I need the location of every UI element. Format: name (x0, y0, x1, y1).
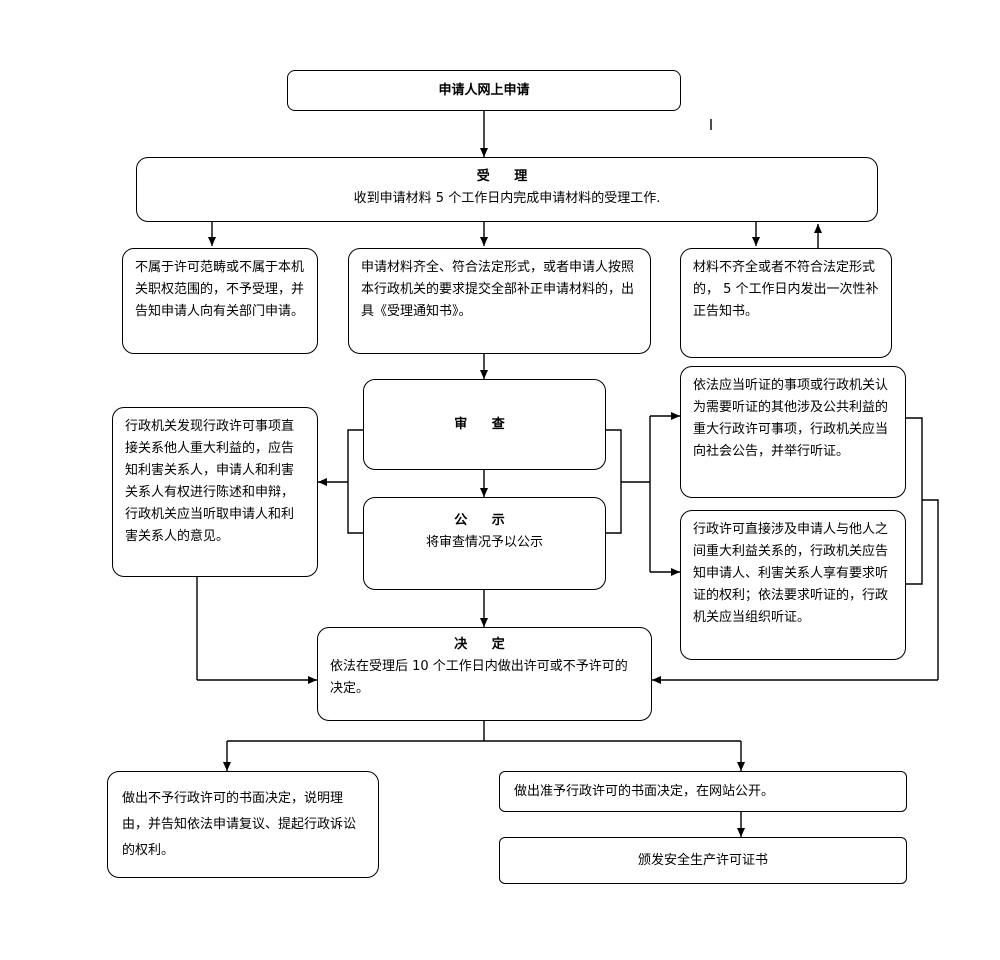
apply-text: 申请人网上申请 (438, 82, 530, 98)
reject-scope-text: 不属于许可范畴或不属于本机关职权范围的，不予受理，并告知申请人向有关部门申请。 (135, 260, 305, 319)
deny-box: 做出不予行政许可的书面决定，说明理由，并告知依法申请复议、提起行政诉讼的权利。 (107, 771, 379, 878)
publicity-box: 公 示 将审查情况予以公示 (363, 497, 606, 590)
accept-title: 受 理 (476, 169, 538, 184)
hearing-party-text: 行政许可直接涉及申请人与他人之间重大利益关系的，行政机关应告知申请人、利害关系人… (693, 522, 889, 625)
review-title: 审 查 (454, 416, 515, 432)
accept-text: 收到申请材料 5 个工作日内完成申请材料的受理工作. (353, 191, 661, 206)
publicity-title: 公 示 (454, 513, 515, 528)
incomplete-text: 材料不齐全或者不符合法定形式的， 5 个工作日内发出一次性补正告知书。 (693, 260, 879, 319)
bracket-hearing (906, 417, 923, 585)
incomplete-box: 材料不齐全或者不符合法定形式的， 5 个工作日内发出一次性补正告知书。 (680, 248, 892, 358)
deny-text: 做出不予行政许可的书面决定，说明理由，并告知依法申请复议、提起行政诉讼的权利。 (122, 791, 357, 858)
publicity-text: 将审查情况予以公示 (425, 535, 543, 550)
hearing-public-box: 依法应当听证的事项或行政机关认为需要听证的其他涉及公共利益的重大行政许可事项，行… (680, 366, 906, 498)
line-hearing-decision (922, 499, 939, 680)
grant-box: 做出准予行政许可的书面决定，在网站公开。 (499, 771, 907, 812)
certificate-text: 颁发安全生产许可证书 (637, 852, 768, 868)
bracket-right (606, 429, 622, 534)
decision-text: 依法在受理后 10 个工作日内做出许可或不予许可的决定。 (330, 659, 628, 696)
decision-box: 决 定 依法在受理后 10 个工作日内做出许可或不予许可的决定。 (317, 627, 652, 721)
complete-text: 申请材料齐全、符合法定形式，或者申请人按照本行政机关的要求提交全部补正申请材料的… (361, 260, 635, 319)
accept-box: 受 理 收到申请材料 5 个工作日内完成申请材料的受理工作. (136, 157, 878, 222)
hearing-party-box: 行政许可直接涉及申请人与他人之间重大利益关系的，行政机关应告知申请人、利害关系人… (680, 510, 906, 660)
decision-title: 决 定 (454, 637, 515, 652)
grant-text: 做出准予行政许可的书面决定，在网站公开。 (514, 783, 775, 799)
reject-scope-box: 不属于许可范畴或不属于本机关职权范围的，不予受理，并告知申请人向有关部门申请。 (122, 248, 318, 354)
review-box: 审 查 (363, 379, 606, 470)
notify-parties-text: 行政机关发现行政许可事项直接关系他人重大利益的，应告知利害关系人，申请人和利害关… (125, 419, 295, 544)
apply-box: 申请人网上申请 (287, 70, 681, 111)
complete-box: 申请材料齐全、符合法定形式，或者申请人按照本行政机关的要求提交全部补正申请材料的… (348, 248, 651, 354)
certificate-box: 颁发安全生产许可证书 (499, 837, 907, 884)
hearing-public-text: 依法应当听证的事项或行政机关认为需要听证的其他涉及公共利益的重大行政许可事项，行… (693, 378, 889, 459)
notify-parties-box: 行政机关发现行政许可事项直接关系他人重大利益的，应告知利害关系人，申请人和利害关… (112, 407, 318, 577)
bracket-left (347, 429, 363, 534)
